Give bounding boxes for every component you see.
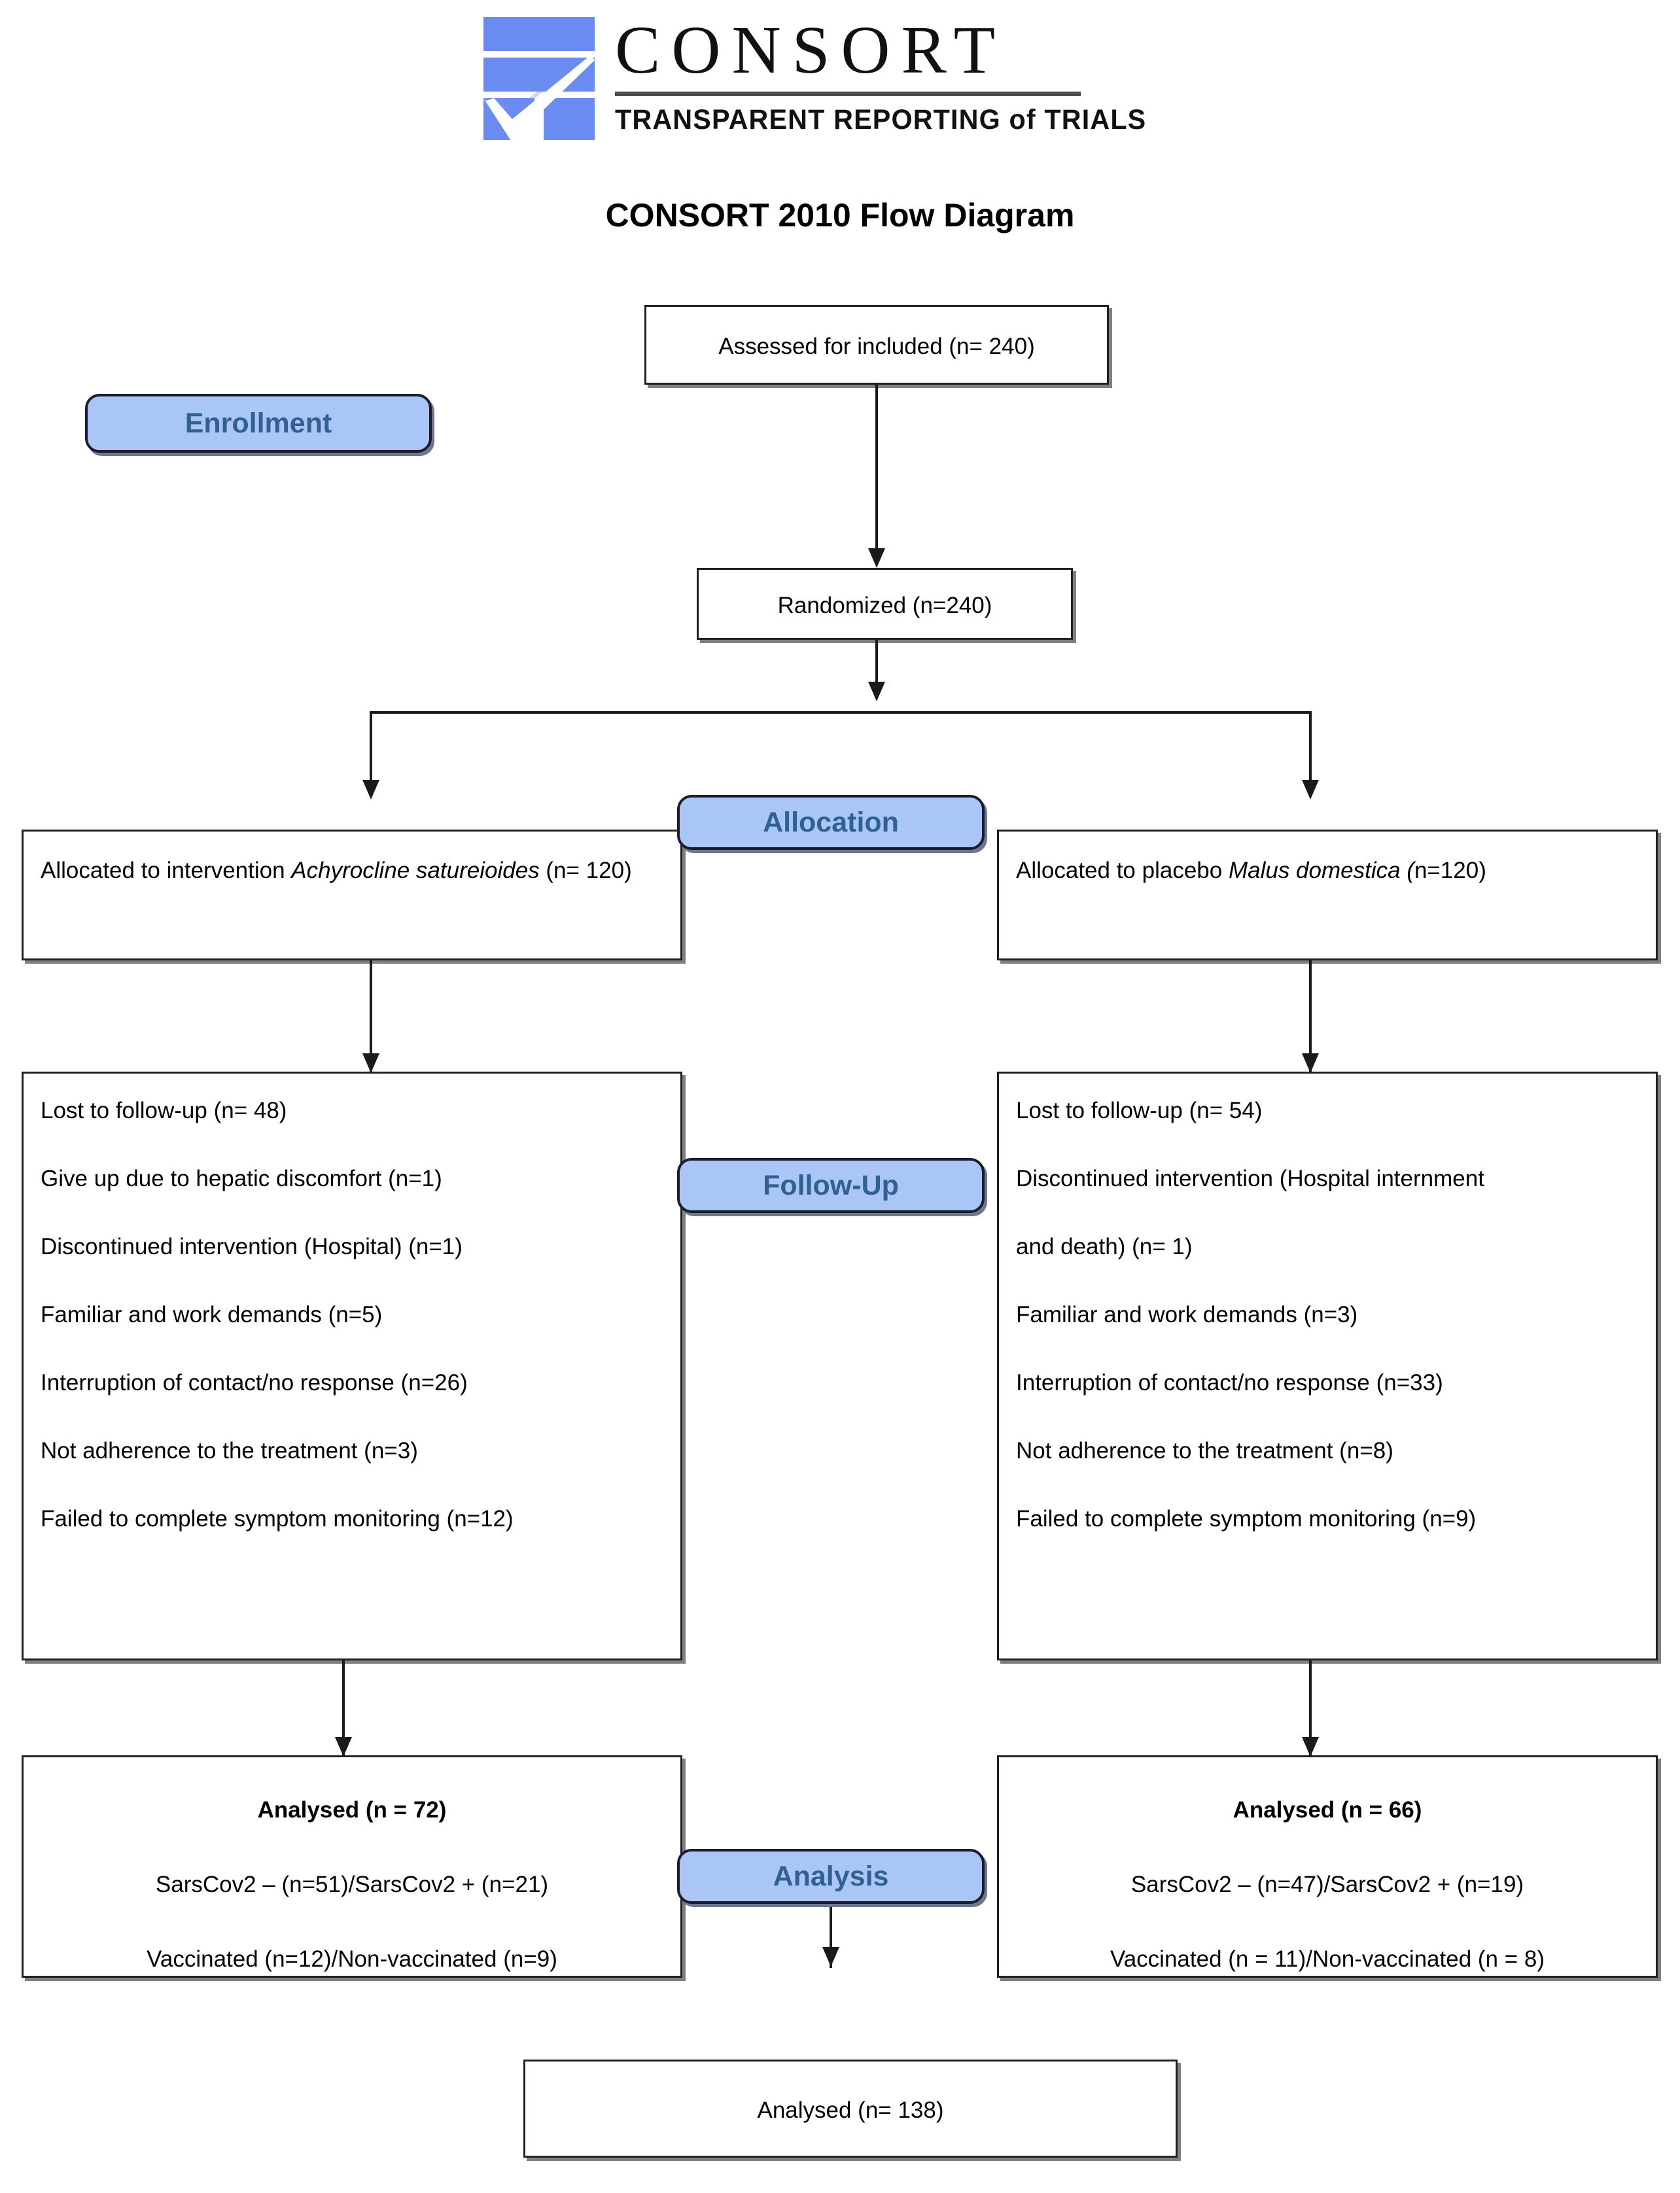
arrowhead-randomized: [868, 548, 885, 568]
followup-placebo-item-3: Familiar and work demands (n=3): [1016, 1302, 1358, 1327]
box-followup-intervention-list: Lost to follow-up (n= 48) Give up due to…: [24, 1074, 680, 1534]
box-randomized-text: Randomized (n=240): [777, 593, 992, 618]
connector-followup-intervention-to-analysis: [342, 1660, 345, 1755]
connector-split-bus: [370, 711, 1312, 714]
allocated-intervention-suffix: (n= 120): [539, 858, 632, 883]
arrowhead-analysis-intervention: [335, 1737, 352, 1757]
page-title: CONSORT 2010 Flow Diagram: [605, 197, 1075, 234]
consort-tagline: TRANSPARENT REPORTING of TRIALS: [615, 104, 1147, 135]
arrowhead-split-bus: [868, 682, 885, 701]
stage-badge-allocation: Allocation: [677, 795, 985, 850]
connector-followup-placebo-to-analysis: [1309, 1660, 1312, 1755]
followup-intervention-item-3: Familiar and work demands (n=5): [41, 1302, 383, 1327]
followup-intervention-item-5: Not adherence to the treatment (n=3): [41, 1438, 418, 1464]
stage-badge-followup: Follow-Up: [677, 1158, 985, 1213]
arrowhead-followup-intervention: [362, 1053, 379, 1073]
analysed-intervention-line-0: SarsCov2 – (n=51)/SarsCov2 + (n=21): [155, 1872, 549, 1897]
followup-placebo-item-5: Not adherence to the treatment (n=8): [1016, 1438, 1393, 1464]
analysed-placebo-line-1: Vaccinated (n = 11)/Non-vaccinated (n = …: [1110, 1946, 1545, 1972]
box-assessed-text: Assessed for included (n= 240): [718, 334, 1035, 359]
allocated-placebo-species: Malus domestica (: [1228, 858, 1414, 883]
followup-intervention-item-2: Discontinued intervention (Hospital) (n=…: [41, 1234, 463, 1259]
followup-placebo-item-4: Interruption of contact/no response (n=3…: [1016, 1370, 1443, 1395]
followup-intervention-item-0: Lost to follow-up (n= 48): [41, 1098, 287, 1123]
analysed-placebo-line-0: SarsCov2 – (n=47)/SarsCov2 + (n=19): [1130, 1872, 1524, 1897]
box-assessed-for-inclusion: Assessed for included (n= 240): [644, 305, 1109, 385]
connector-alloc-placebo-to-followup: [1309, 960, 1312, 1072]
stage-badge-followup-label: Follow-Up: [763, 1169, 899, 1201]
stage-badge-enrollment-label: Enrollment: [184, 407, 332, 439]
box-analysed-total-text: Analysed (n= 138): [757, 2097, 944, 2123]
arrowhead-analysed-total: [822, 1947, 839, 1967]
box-analysed-intervention-body: Analysed (n = 72) SarsCov2 – (n=51)/Sars…: [24, 1757, 680, 1974]
followup-intervention-item-4: Interruption of contact/no response (n=2…: [41, 1370, 468, 1395]
followup-placebo-item-6: Failed to complete symptom monitoring (n…: [1016, 1506, 1477, 1532]
stage-badge-analysis-label: Analysis: [773, 1860, 889, 1892]
box-allocated-intervention: Allocated to intervention Achyrocline sa…: [22, 830, 682, 960]
stage-badge-enrollment: Enrollment: [85, 394, 432, 453]
allocated-intervention-prefix: Allocated to intervention: [41, 858, 292, 883]
followup-placebo-item-1: Discontinued intervention (Hospital inte…: [1016, 1166, 1484, 1191]
arrowhead-alloc-intervention: [362, 780, 379, 799]
arrowhead-analysis-placebo: [1302, 1737, 1319, 1757]
connector-split-left-down: [370, 711, 372, 796]
connector-alloc-intervention-to-followup: [370, 960, 372, 1072]
consort-checkmark-logo: [483, 17, 595, 143]
consort-wordmark-block: CONSORT TRANSPARENT REPORTING of TRIALS: [615, 12, 1147, 146]
box-allocated-placebo: Allocated to placebo Malus domestica (n=…: [997, 830, 1658, 960]
box-analysed-placebo: Analysed (n = 66) SarsCov2 – (n=47)/Sars…: [997, 1755, 1658, 1978]
followup-placebo-item-2: and death) (n= 1): [1016, 1234, 1193, 1259]
box-allocated-intervention-text: Allocated to intervention Achyrocline sa…: [24, 832, 680, 901]
stage-badge-allocation-label: Allocation: [763, 806, 899, 838]
box-allocated-placebo-text: Allocated to placebo Malus domestica (n=…: [999, 832, 1656, 901]
allocated-placebo-suffix: n=120): [1414, 858, 1486, 883]
stage-badge-analysis: Analysis: [677, 1849, 985, 1904]
box-analysed-placebo-body: Analysed (n = 66) SarsCov2 – (n=47)/Sars…: [999, 1757, 1656, 1974]
analysed-intervention-line-1: Vaccinated (n=12)/Non-vaccinated (n=9): [147, 1946, 557, 1972]
box-randomized: Randomized (n=240): [697, 568, 1073, 640]
allocated-intervention-species: Achyrocline satureioides: [291, 858, 540, 883]
consort-logo: CONSORT TRANSPARENT REPORTING of TRIALS: [481, 12, 1147, 149]
followup-intervention-item-6: Failed to complete symptom monitoring (n…: [41, 1506, 514, 1532]
logo-divider: [615, 92, 1081, 96]
connector-split-right-down: [1309, 711, 1312, 796]
connector-analysis-to-total: [830, 1904, 832, 1968]
followup-intervention-item-1: Give up due to hepatic discomfort (n=1): [41, 1166, 442, 1191]
followup-placebo-item-0: Lost to follow-up (n= 54): [1016, 1098, 1263, 1123]
box-analysed-total: Analysed (n= 138): [523, 2060, 1178, 2158]
box-followup-placebo: Lost to follow-up (n= 54) Discontinued i…: [997, 1072, 1658, 1660]
connector-assessed-to-randomized: [875, 385, 878, 553]
analysed-intervention-heading: Analysed (n = 72): [257, 1797, 447, 1823]
analysed-placebo-heading: Analysed (n = 66): [1233, 1797, 1422, 1823]
arrowhead-alloc-placebo: [1302, 780, 1319, 799]
box-followup-placebo-list: Lost to follow-up (n= 54) Discontinued i…: [999, 1074, 1656, 1534]
allocated-placebo-prefix: Allocated to placebo: [1016, 858, 1229, 883]
box-followup-intervention: Lost to follow-up (n= 48) Give up due to…: [22, 1072, 682, 1660]
arrowhead-followup-placebo: [1302, 1053, 1319, 1073]
connector-randomized-down: [875, 640, 878, 699]
box-analysed-intervention: Analysed (n = 72) SarsCov2 – (n=51)/Sars…: [22, 1755, 682, 1978]
consort-wordmark: CONSORT: [615, 12, 1007, 88]
